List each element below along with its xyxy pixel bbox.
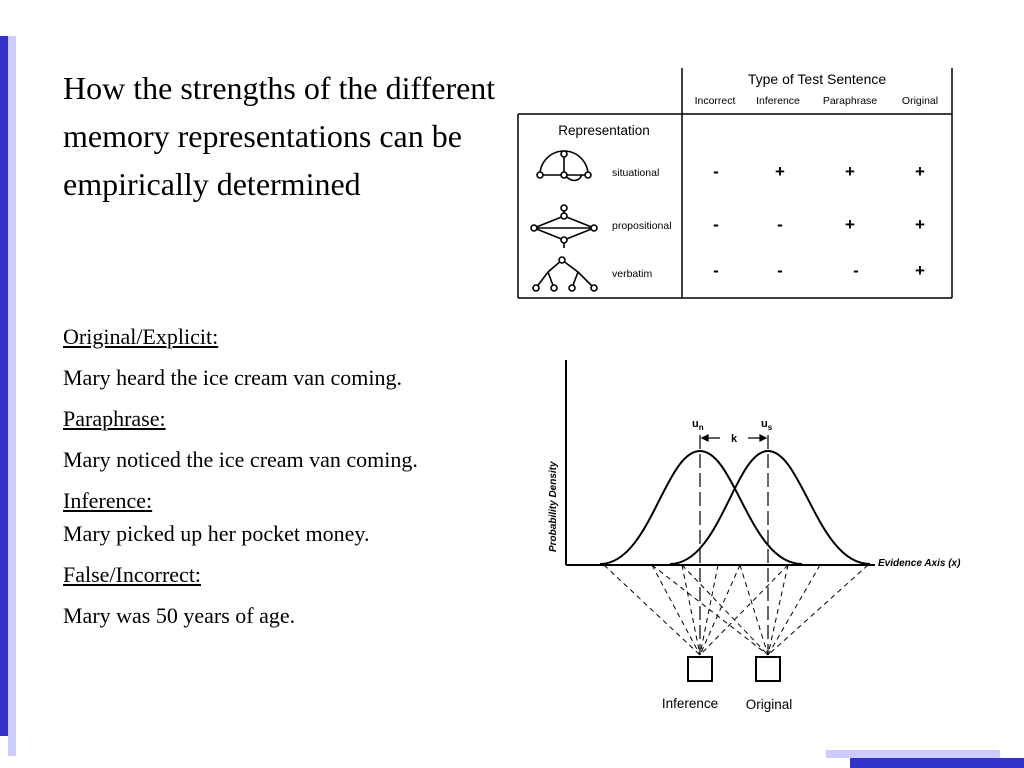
example-label-false: False/Incorrect: [63, 562, 202, 587]
signal-detection-diagram: Probability Density Evidence Axis (x) un… [548, 360, 961, 712]
example-sentence-original: Mary heard the ice cream van coming. [63, 365, 403, 390]
column-header-inference: Inference [756, 95, 800, 107]
example-sentence-false: Mary was 50 years of age. [63, 603, 296, 628]
gap-k-arrow [700, 434, 768, 442]
cell-verbatim-paraphrase: - [853, 261, 859, 280]
situational-network-icon [536, 150, 592, 182]
cell-situational-inference: + [775, 162, 785, 181]
row-header-representation: Representation [558, 123, 650, 138]
column-header-incorrect: Incorrect [695, 95, 736, 107]
criterion-dashed-lines [603, 564, 869, 656]
x-axis-label: Evidence Axis (x) [878, 558, 961, 569]
original-distribution-curve [669, 449, 871, 565]
cell-situational-paraphrase: + [845, 162, 855, 181]
example-sentence-paraphrase: Mary noticed the ice cream van coming. [63, 447, 418, 472]
example-label-inference: Inference: [63, 488, 153, 513]
cell-situational-original: + [915, 162, 925, 181]
example-label-paraphrase: Paraphrase: [63, 406, 166, 431]
inference-response-box [687, 656, 713, 682]
inference-distribution-curve [599, 449, 803, 565]
column-header-paraphrase: Paraphrase [823, 95, 877, 107]
inference-box-label: Inference [662, 696, 718, 711]
cell-propositional-inference: - [777, 215, 783, 234]
gap-k-label: k [731, 433, 738, 445]
accent-bar-left-light [8, 36, 16, 756]
example-sentences: Original/Explicit: Mary heard the ice cr… [63, 320, 513, 640]
accent-bar-bottom-dark [850, 758, 1024, 768]
representation-table: Type of Test Sentence Incorrect Inferenc… [517, 68, 953, 299]
cell-verbatim-incorrect: - [713, 261, 719, 280]
slide-title: How the strengths of the different memor… [63, 70, 496, 202]
table-heading: Type of Test Sentence [748, 71, 886, 87]
cell-verbatim-inference: - [777, 261, 783, 280]
mean-s-label: us [761, 418, 773, 432]
cell-propositional-original: + [915, 215, 925, 234]
cell-propositional-incorrect: - [713, 215, 719, 234]
cell-situational-incorrect: - [713, 162, 719, 181]
accent-bar-bottom-light [826, 750, 1000, 758]
row-label-situational: situational [612, 167, 659, 179]
verbatim-tree-icon [532, 256, 598, 292]
cell-propositional-paraphrase: + [845, 215, 855, 234]
row-label-verbatim: verbatim [612, 268, 653, 280]
example-sentence-inference: Mary picked up her pocket money. [63, 521, 370, 546]
example-label-original: Original/Explicit: [63, 324, 219, 349]
y-axis-label: Probability Density [548, 461, 559, 552]
original-box-label: Original [746, 697, 793, 712]
row-label-propositional: propositional [612, 220, 672, 232]
propositional-network-icon [530, 204, 598, 248]
original-response-box [755, 656, 781, 682]
column-header-original: Original [902, 95, 938, 107]
mean-n-label: un [692, 418, 704, 432]
cell-verbatim-original: + [915, 261, 925, 280]
accent-bar-left-dark [0, 36, 8, 736]
